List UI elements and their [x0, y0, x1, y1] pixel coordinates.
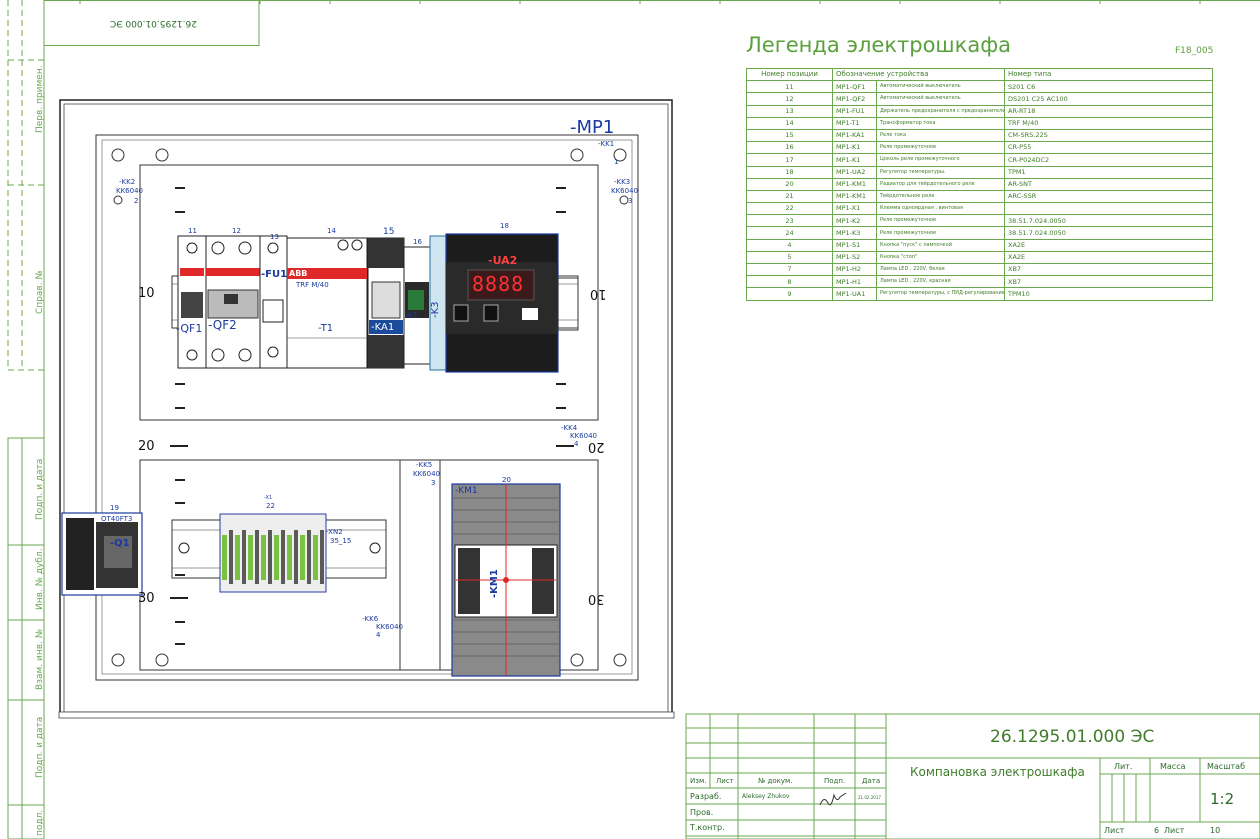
kk1-label: -KK1: [598, 140, 615, 148]
device-q1: -Q1: [110, 538, 130, 549]
legend-cell-type: TPM10: [1004, 287, 1214, 301]
pos-11: 11: [188, 227, 197, 235]
k1-relay: [403, 246, 431, 365]
tb-row-prov: Пров.: [690, 808, 714, 817]
legend-cell-description: Регулятор температуры, с ПИД-регулирован…: [875, 287, 1006, 301]
device-km1-heatsink: -KM1: [455, 486, 478, 496]
kk5-type: KK6040: [413, 470, 440, 478]
kk6-label: -KK6: [362, 615, 379, 623]
scale-10-left: 10: [138, 286, 155, 301]
legend-code: F18_005: [1175, 46, 1214, 56]
km1-heatsink: [451, 483, 561, 677]
tb-header-date: Дата: [862, 777, 881, 785]
device-t1: -T1: [318, 323, 334, 334]
kk2-label: -KK2: [119, 178, 136, 186]
tb-sheets-label: Лист: [1164, 826, 1185, 835]
t1-transformer: [286, 237, 368, 369]
kk4-label: -KK4: [561, 424, 578, 432]
q1-switch: [61, 512, 143, 596]
panel-label: -MP1: [570, 117, 615, 138]
pos-15: 15: [383, 227, 395, 237]
kk6-type: KK6040: [376, 623, 403, 631]
tb-lit: Лит.: [1114, 762, 1133, 771]
device-ua2: -UA2: [488, 254, 518, 267]
pos-18: 18: [500, 222, 509, 230]
pos-20: 20: [502, 476, 511, 484]
tb-developer: Aleksey Zhukov: [742, 793, 790, 800]
q1-type: OT40FT3: [101, 515, 133, 523]
doc-name: Компановка электрошкафа: [910, 765, 1085, 779]
pos-16: 16: [413, 238, 422, 246]
pos-19: 19: [110, 504, 119, 512]
t1-type: TRF M/40: [296, 281, 329, 289]
ka1-relay: [367, 237, 405, 369]
rail-label: 35_15: [330, 537, 352, 545]
tb-date: 21.02.2017: [858, 795, 881, 800]
kk3-num: 3: [628, 197, 633, 205]
device-qf2: -QF2: [208, 318, 237, 332]
legend-table: Номер позиции Обозначение устройства Ном…: [746, 67, 1214, 301]
pos-22: 22: [266, 502, 275, 510]
tb-mass: Масса: [1160, 762, 1186, 771]
doc-number: 26.1295.01.000 ЭС: [990, 727, 1155, 747]
tb-header-doc: № докум.: [758, 777, 793, 785]
kk1-num: 1: [614, 158, 619, 166]
qf2-breaker: [205, 235, 261, 369]
device-xn2: -XN2: [326, 528, 343, 536]
pos-13: 13: [270, 233, 279, 241]
kk5-num: 3: [431, 479, 436, 487]
x1-terminal-block: [219, 513, 327, 593]
device-fu1: -FU1: [261, 269, 288, 280]
device-k1: -K1: [405, 311, 419, 320]
tb-header-sign: Подп.: [824, 777, 846, 785]
t1-abb: ABB: [289, 269, 308, 278]
signature: [819, 792, 847, 806]
tb-scale-label: Масштаб: [1207, 762, 1246, 771]
tb-row-razrab: Разраб.: [690, 792, 722, 801]
tb-header-list: Лист: [716, 777, 734, 785]
device-qf1: -QF1: [176, 322, 203, 335]
ua2-controller: [445, 233, 579, 373]
scale-30-left: 30: [138, 591, 155, 606]
kk3-type: KK6040: [611, 187, 638, 195]
top-ticks: [79, 0, 1201, 4]
scale-20-left: 20: [138, 439, 155, 454]
tb-sheets: 10: [1210, 826, 1221, 835]
pos-12: 12: [232, 227, 241, 235]
kk2-type: KK6040: [116, 187, 143, 195]
pos-14: 14: [327, 227, 336, 235]
mounting-plate: [95, 134, 639, 681]
device-x1: -X1: [264, 495, 273, 501]
ua2-display: 8888: [472, 272, 525, 296]
device-ka1: -KA1: [371, 322, 395, 333]
kk4-num: 4: [574, 440, 579, 448]
qf1-breaker: [177, 235, 207, 369]
legend-title: Легенда электрошкафа: [746, 33, 1012, 57]
kk6-num: 4: [376, 631, 381, 639]
kk2-num: 2: [134, 197, 139, 205]
tb-sheet: 6: [1154, 826, 1160, 835]
tb-scale: 1:2: [1210, 790, 1235, 808]
kk3-label: -KK3: [614, 178, 631, 186]
tb-row-tkontr: Т.контр.: [690, 823, 725, 832]
kk5-label: -KK5: [416, 461, 433, 469]
tb-header-izm: Изм.: [690, 777, 707, 785]
tb-sheet-label: Лист: [1104, 826, 1125, 835]
fu1-fuse-holder: [259, 235, 288, 369]
kk4-type: KK6040: [570, 432, 597, 440]
